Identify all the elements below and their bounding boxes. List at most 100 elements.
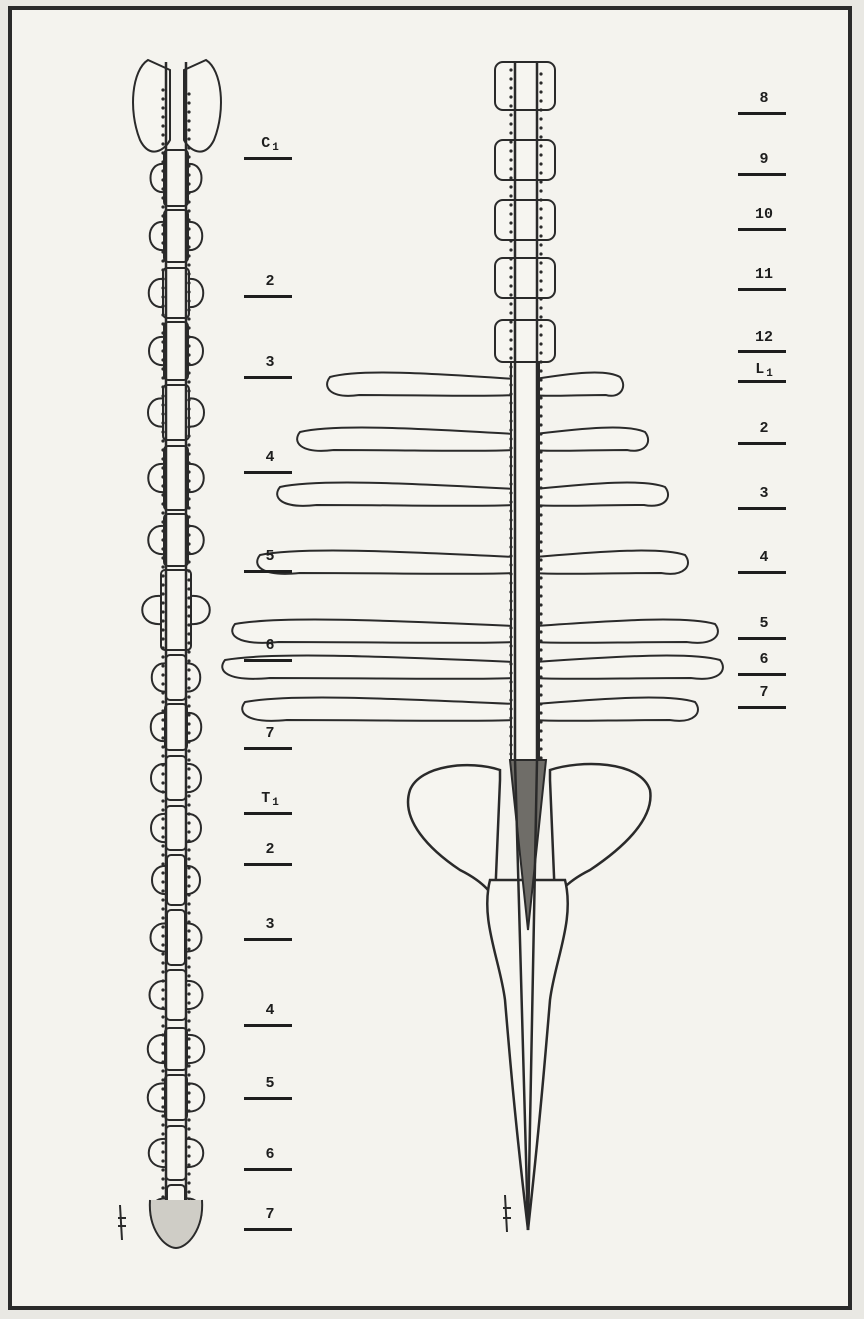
left-rootlet-dot [187,1073,190,1076]
right-rootlet-dot [539,639,542,642]
right-rootlet-dot [509,176,512,179]
left-vertebra-body-6 [164,514,188,566]
left-rootlet-dot [187,416,190,419]
left-rootlet-dot [161,700,164,703]
left-vertebra-process-l-10 [151,764,166,792]
right-rootlet-dot [539,72,542,75]
right-label-11: 7 [736,686,792,700]
left-rootlet-dot [187,479,190,482]
left-rootlet-dot [187,245,190,248]
right-rootlet-dot [509,275,512,278]
rib-right-2 [535,483,668,506]
left-rootlet-dot [187,641,190,644]
right-rootlet-dot [539,396,542,399]
left-rootlet-dot [187,299,190,302]
left-rootlet-dot [161,556,164,559]
left-rootlet-dot [161,826,164,829]
left-rootlet-dot [161,655,164,658]
right-rootlet-dot [539,351,542,354]
right-rootlet-dot [539,270,542,273]
right-rootlet-dot [539,468,542,471]
left-rootlet-dot [161,1141,164,1144]
right-rootlet-dot [539,585,542,588]
left-rootlet-dot [161,97,164,100]
right-rootlet-dot [539,378,542,381]
right-label-8: 4 [736,551,792,565]
right-rootlet-dot [509,212,512,215]
right-label-4: 12 [736,331,792,345]
left-rootlet-dot [161,871,164,874]
left-rootlet-dot [187,515,190,518]
cervical-thoracic-column [118,60,221,1248]
left-rootlet-dot [161,466,164,469]
rib-left-6 [242,698,515,721]
left-rootlet-dot [161,934,164,937]
right-rootlet-dot [509,545,512,548]
right-rootlet-dot [509,473,512,476]
left-rootlet-dot [161,538,164,541]
left-rootlet-dot [161,250,164,253]
left-rootlet-dot [187,902,190,905]
left-rootlet-dot [161,1186,164,1189]
left-rootlet-dot [187,722,190,725]
left-segment-line-13 [244,1228,292,1231]
left-rootlet-dot [187,1064,190,1067]
left-segment-line-1 [244,295,292,298]
right-rootlet-dot [539,243,542,246]
left-vertebra-body-1 [164,210,188,262]
right-segment-line-1 [738,173,786,176]
right-rootlet-dot [539,459,542,462]
right-rootlet-dot [539,216,542,219]
left-rootlet-dot [161,502,164,505]
right-rootlet-dot [539,162,542,165]
left-rootlet-dot [187,821,190,824]
left-rootlet-dot [161,421,164,424]
left-rootlet-dot [187,317,190,320]
right-rootlet-dot [509,383,512,386]
left-label-12: 6 [242,1148,298,1162]
right-rootlet-dot [509,266,512,269]
left-caudal-tip [150,1200,202,1248]
right-segment-line-10 [738,673,786,676]
left-rootlet-dot [161,232,164,235]
right-segment-line-9 [738,637,786,640]
left-rootlet-dot [161,205,164,208]
left-rootlet-dot [161,304,164,307]
left-rootlet-dot [187,335,190,338]
rib-right-1 [535,428,648,451]
right-rootlet-dot [509,428,512,431]
left-vertebra-process-r-5 [188,464,204,492]
left-rootlet-dot [161,214,164,217]
right-segment-line-0 [738,112,786,115]
left-rootlet-dot [187,578,190,581]
right-segment-line-6 [738,442,786,445]
left-rootlet-dot [187,506,190,509]
left-rootlet-dot [187,1127,190,1130]
left-rootlet-dot [161,907,164,910]
right-label-2: 10 [736,208,792,222]
right-rootlet-dot [509,617,512,620]
left-rootlet-dot [161,637,164,640]
right-rootlet-dot [509,320,512,323]
right-rootlet-dot [539,612,542,615]
left-rootlet-dot [161,241,164,244]
left-rootlet-dot [161,1060,164,1063]
left-rootlet-dot [161,403,164,406]
left-rootlet-dot [187,353,190,356]
right-rootlet-dot [509,329,512,332]
left-rootlet-dot [187,308,190,311]
left-label-13: 7 [242,1208,298,1222]
right-rootlet-dot [509,500,512,503]
left-rootlet-dot [187,758,190,761]
right-rootlet-dot [539,450,542,453]
right-rootlet-dot [509,752,512,755]
left-vertebra-body-10 [166,756,186,800]
left-rootlet-dot [187,776,190,779]
right-rootlet-dot [509,77,512,80]
left-rootlet-dot [161,943,164,946]
left-rootlet-dot [187,830,190,833]
right-rootlet-dot [509,302,512,305]
left-rootlet-dot [187,236,190,239]
left-rootlet-dot [161,1096,164,1099]
left-rootlet-dot [161,430,164,433]
